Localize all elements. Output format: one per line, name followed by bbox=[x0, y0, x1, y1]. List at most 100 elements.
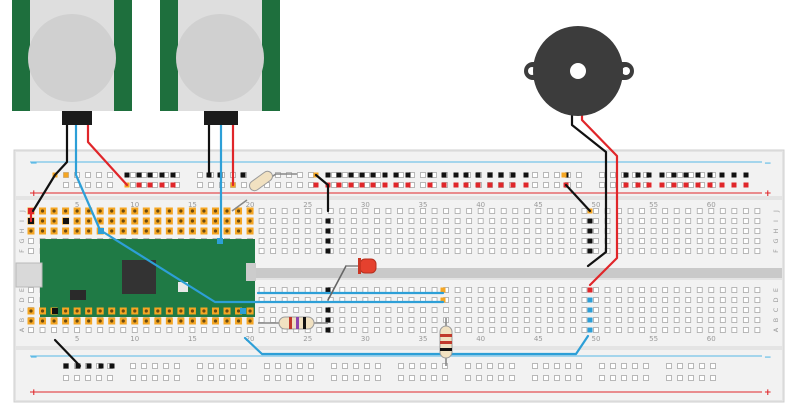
breadboard-hole bbox=[535, 317, 542, 323]
pico-pin-hole bbox=[40, 229, 45, 233]
pico-pin-hole bbox=[121, 319, 125, 323]
breadboard-hole bbox=[754, 238, 761, 244]
breadboard-hole bbox=[742, 248, 749, 254]
row-letter: E bbox=[772, 288, 780, 292]
rail-hole bbox=[677, 172, 683, 178]
breadboard-hole bbox=[350, 307, 357, 313]
breadboard-hole bbox=[558, 218, 565, 224]
connected-hole bbox=[523, 182, 529, 188]
connected-hole bbox=[159, 182, 165, 188]
breadboard-hole bbox=[350, 317, 357, 323]
breadboard-hole bbox=[362, 208, 369, 214]
pir1-power-wire bbox=[86, 122, 129, 187]
connected-hole bbox=[523, 172, 529, 178]
rail-hole bbox=[275, 182, 281, 188]
breadboard-hole bbox=[754, 287, 761, 293]
connected-hole bbox=[359, 172, 365, 178]
rail-hole bbox=[364, 375, 370, 381]
connected-hole bbox=[743, 172, 749, 178]
breadboard-hole bbox=[397, 248, 403, 254]
rail-hole bbox=[375, 375, 381, 381]
breadboard-hole bbox=[489, 248, 496, 254]
breadboard-hole bbox=[523, 228, 530, 234]
connected-hole bbox=[646, 182, 652, 188]
connected-hole bbox=[325, 317, 331, 323]
column-number: 50 bbox=[592, 201, 601, 209]
rail-hole bbox=[688, 375, 694, 381]
column-number: 30 bbox=[361, 335, 370, 343]
connected-hole bbox=[671, 182, 677, 188]
connected-hole bbox=[510, 172, 516, 178]
row-letter: F bbox=[772, 249, 780, 253]
column-number: 10 bbox=[130, 335, 139, 343]
rail-hole bbox=[543, 182, 549, 188]
rail-hole bbox=[375, 363, 381, 369]
breadboard-hole bbox=[696, 297, 703, 303]
rail-hole bbox=[498, 375, 504, 381]
breadboard-hole bbox=[535, 218, 542, 224]
breadboard-hole bbox=[477, 287, 484, 293]
rail-hole bbox=[308, 172, 314, 178]
breadboard-hole bbox=[466, 307, 473, 313]
rail-hole bbox=[576, 182, 582, 188]
connected-hole bbox=[587, 297, 593, 303]
breadboard-hole bbox=[639, 297, 645, 303]
breadboard-hole bbox=[466, 327, 473, 333]
connected-hole bbox=[325, 172, 331, 178]
breadboard-hole bbox=[51, 327, 57, 333]
breadboard-hole bbox=[477, 307, 484, 313]
breadboard-hole bbox=[454, 218, 461, 224]
breadboard-hole bbox=[650, 208, 657, 214]
rail-hole bbox=[699, 363, 705, 369]
connected-hole bbox=[441, 172, 447, 178]
connected-hole bbox=[623, 182, 629, 188]
breadboard-hole bbox=[523, 248, 530, 254]
pico-pin-hole bbox=[190, 309, 195, 313]
connected-hole bbox=[170, 182, 176, 188]
rail-hole bbox=[353, 375, 359, 381]
breadboard-hole bbox=[673, 238, 680, 244]
breadboard-hole bbox=[385, 317, 392, 323]
breadboard-hole bbox=[362, 327, 369, 333]
column-number: 50 bbox=[592, 335, 601, 343]
breadboard-hole bbox=[650, 297, 657, 303]
connected-hole bbox=[63, 363, 69, 369]
breadboard-hole bbox=[85, 327, 92, 333]
breadboard-hole bbox=[397, 238, 403, 244]
breadboard-hole bbox=[627, 297, 634, 303]
pico-pin-hole bbox=[98, 309, 102, 313]
breadboard-hole bbox=[546, 228, 553, 234]
breadboard-hole bbox=[512, 327, 519, 333]
breadboard-hole bbox=[293, 287, 300, 293]
rail-hole bbox=[163, 363, 169, 369]
breadboard-hole bbox=[719, 317, 726, 323]
breadboard-hole bbox=[627, 248, 634, 254]
rail-hole bbox=[398, 172, 404, 178]
rail-hole bbox=[197, 363, 203, 369]
breadboard-hole bbox=[466, 218, 473, 224]
pico-pin-hole bbox=[202, 229, 206, 233]
breadboard-hole bbox=[731, 327, 738, 333]
breadboard-hole bbox=[581, 307, 588, 313]
breadboard-hole bbox=[535, 287, 542, 293]
breadboard-hole bbox=[339, 248, 346, 254]
breadboard-hole bbox=[512, 317, 519, 323]
breadboard-hole bbox=[546, 297, 553, 303]
breadboard-hole bbox=[408, 218, 415, 224]
breadboard-hole bbox=[523, 327, 530, 333]
connected-hole bbox=[587, 228, 593, 234]
breadboard-hole bbox=[316, 238, 323, 244]
rail-hole bbox=[297, 375, 303, 381]
rail-hole bbox=[96, 375, 102, 381]
pico-pin-hole bbox=[87, 219, 91, 223]
rail-hole bbox=[141, 375, 147, 381]
connected-hole bbox=[136, 172, 142, 178]
row-letter: D bbox=[772, 297, 780, 302]
breadboard-hole bbox=[281, 218, 288, 224]
connected-hole bbox=[313, 182, 319, 188]
breadboard-hole bbox=[696, 228, 703, 234]
breadboard-hole bbox=[362, 248, 369, 254]
breadboard-hole bbox=[385, 307, 392, 313]
breadboard-hole bbox=[443, 208, 449, 214]
